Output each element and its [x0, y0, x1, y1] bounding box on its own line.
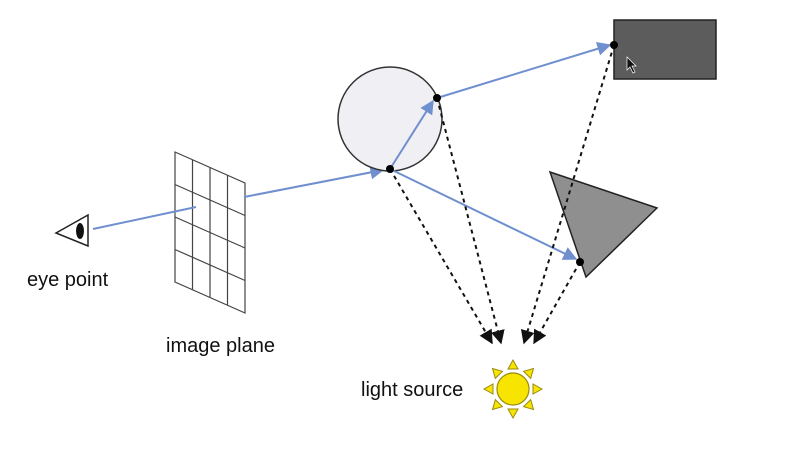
reflected-ray-to-box [436, 41, 612, 99]
intersection-point [610, 41, 618, 49]
shadow-ray-triangle [533, 261, 581, 345]
shadow-ray-sphere-hit [389, 168, 493, 345]
reflected-ray-to-sphere-top [389, 99, 434, 170]
primary-ray-eye-to-plane [92, 206, 197, 230]
intersection-point [576, 258, 584, 266]
eye-point-label: eye point [27, 269, 109, 291]
mouse-cursor-icon [626, 56, 637, 74]
eye-icon [54, 213, 89, 248]
gray-triangle [548, 170, 659, 279]
gray-box [613, 19, 717, 80]
image-plane-grid [174, 151, 246, 314]
primary-ray-plane-to-sphere [243, 165, 385, 198]
sun-icon [482, 358, 544, 420]
refracted-ray-to-triangle [389, 168, 578, 260]
shadow-ray-box [520, 44, 615, 345]
intersection-points [386, 41, 618, 266]
image-plane-label: image plane [166, 335, 275, 357]
intersection-point [386, 165, 394, 173]
intersection-point [433, 94, 441, 102]
sphere [337, 66, 443, 172]
shadow-ray-sphere-top [436, 97, 505, 345]
shadow-rays [389, 44, 615, 345]
light-source-label: light source [361, 379, 463, 401]
